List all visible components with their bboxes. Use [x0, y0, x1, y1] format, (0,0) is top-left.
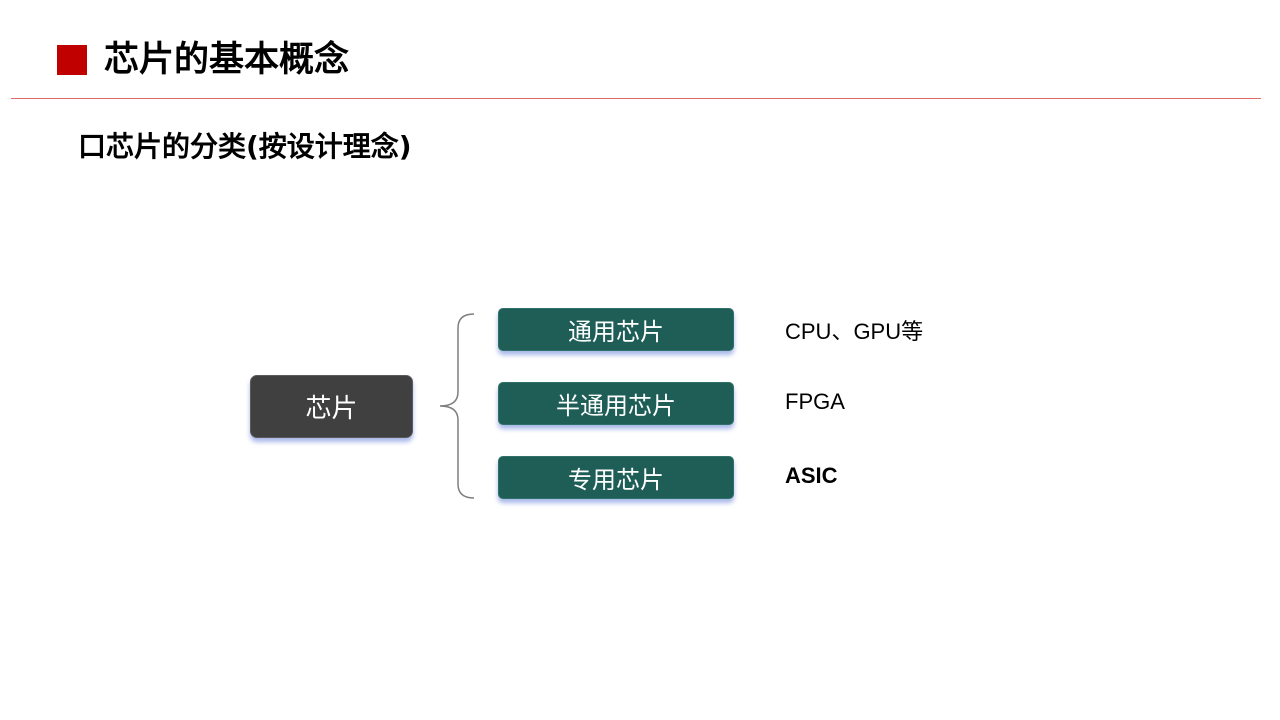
example-dedicated-chip: ASIC	[785, 463, 838, 488]
section-heading: 口芯片的分类(按设计理念)	[78, 130, 412, 163]
page-title: 芯片的基本概念	[104, 40, 350, 80]
root-node-chip: 芯片	[250, 375, 413, 438]
branch-node-semi-general-chip: 半通用芯片	[498, 382, 734, 425]
branch-node-label: 通用芯片	[568, 318, 664, 346]
example-semi-general-chip: FPGA	[785, 389, 845, 414]
example-general-chip: CPU、GPU等	[785, 319, 924, 344]
branch-node-general-chip: 通用芯片	[498, 308, 734, 351]
curly-bracket-connector	[439, 313, 475, 499]
branch-node-label: 专用芯片	[568, 466, 664, 494]
branch-node-dedicated-chip: 专用芯片	[498, 456, 734, 499]
title-divider	[11, 98, 1261, 99]
title-accent-square	[57, 45, 87, 75]
branch-node-label: 半通用芯片	[556, 392, 676, 420]
root-node-label: 芯片	[305, 394, 358, 424]
